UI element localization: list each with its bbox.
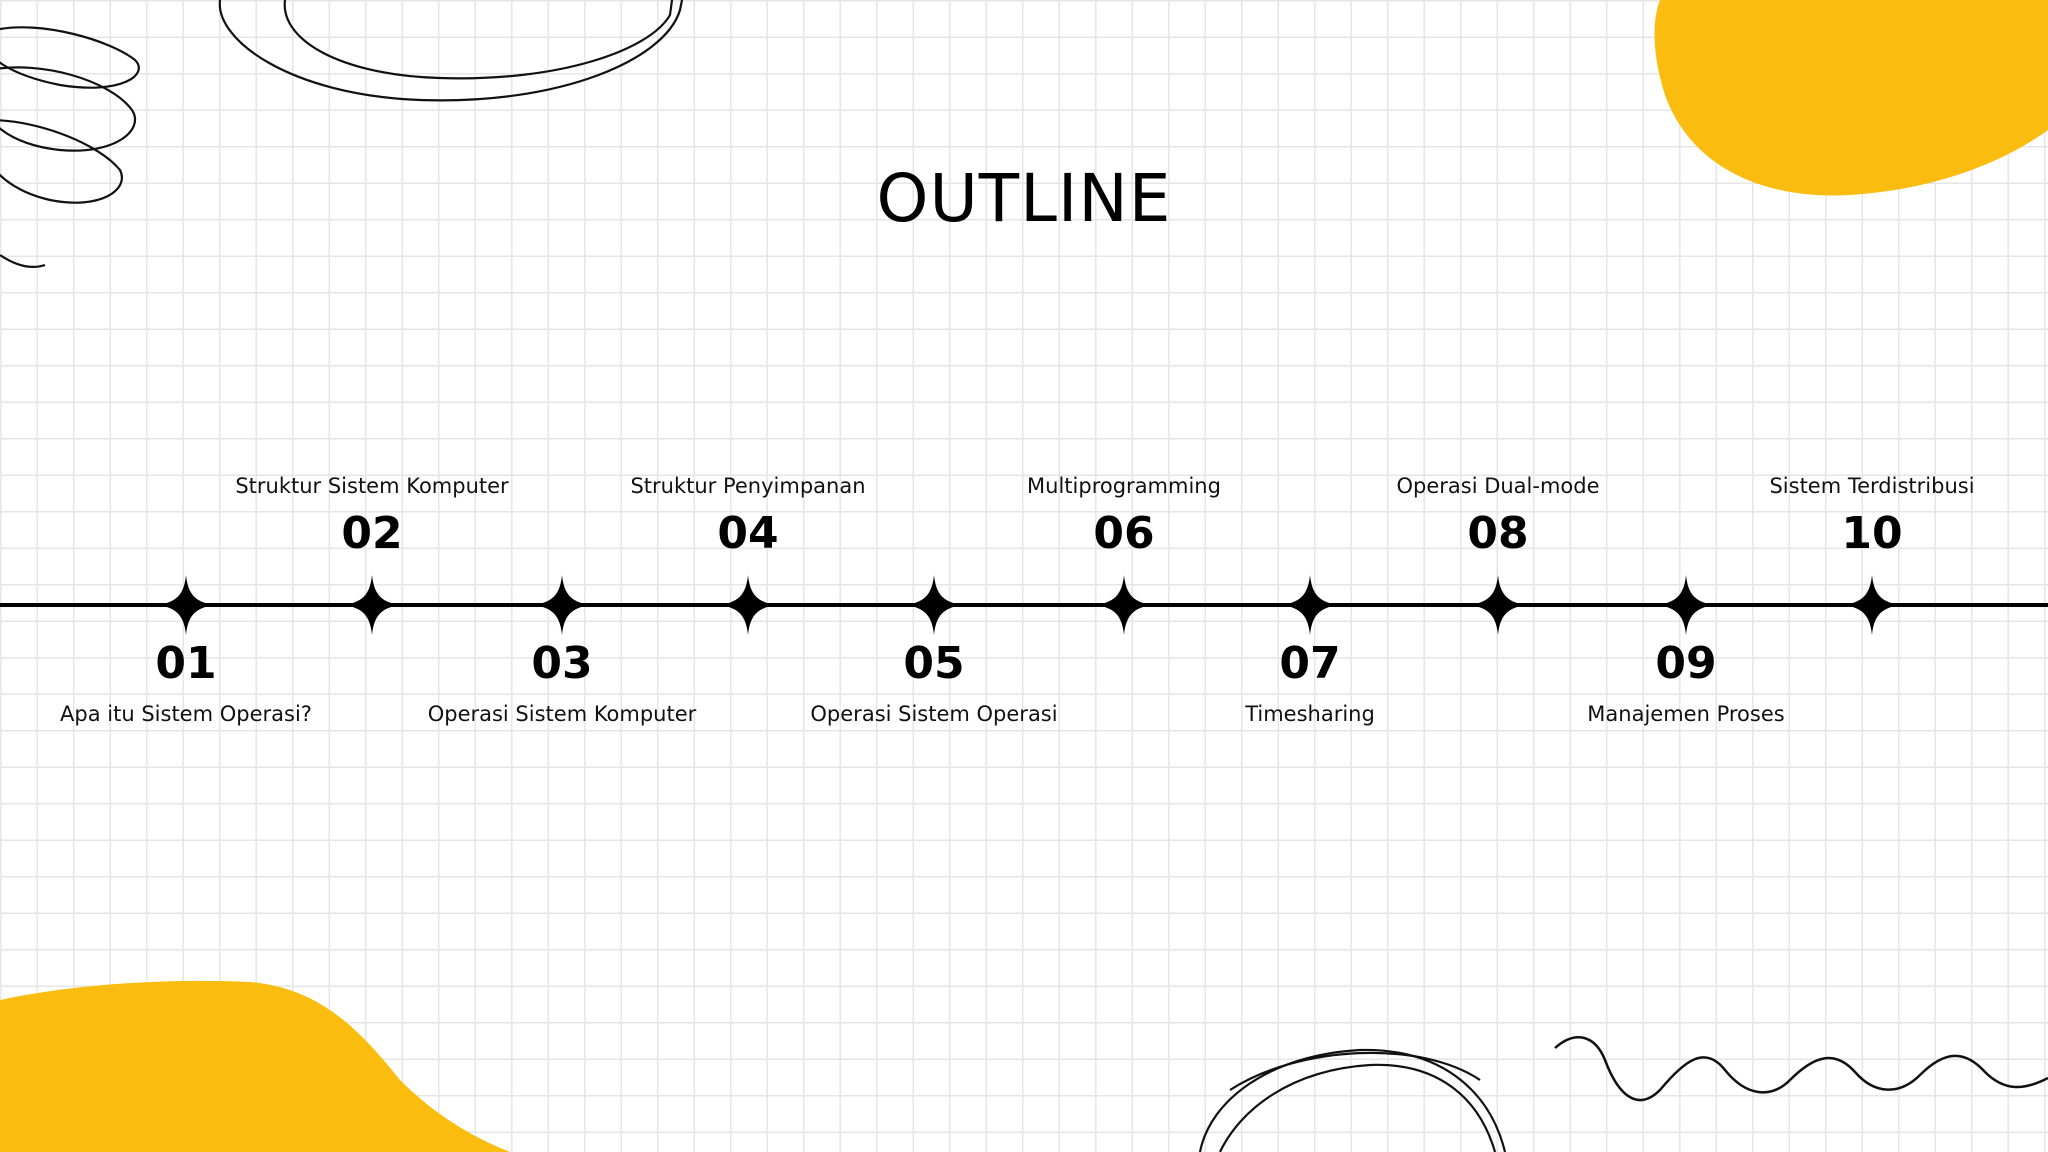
timeline-star-icon — [532, 575, 592, 635]
timeline-star-icon — [342, 575, 402, 635]
page-title: OUTLINE — [876, 160, 1172, 237]
bottom-circle-scribble — [1198, 1048, 1507, 1152]
timeline-item-number: 02 — [341, 508, 403, 559]
timeline-item-label: Operasi Sistem Operasi — [810, 702, 1058, 726]
top-left-scribble — [0, 26, 140, 269]
timeline-star-icon — [1842, 575, 1902, 635]
timeline-item-label: Operasi Dual-mode — [1396, 474, 1600, 498]
timeline-item-number: 07 — [1279, 638, 1341, 689]
top-right-yellow-blob — [1654, 0, 2048, 196]
timeline-item-label: Manajemen Proses — [1587, 702, 1785, 726]
timeline-star-icon — [1094, 575, 1154, 635]
timeline-item-label: Struktur Penyimpanan — [630, 474, 866, 498]
timeline-item-label: Timesharing — [1245, 702, 1375, 726]
timeline-line — [0, 603, 2048, 607]
timeline-item-number: 05 — [903, 638, 965, 689]
timeline-star-icon — [156, 575, 216, 635]
timeline-star-icon — [904, 575, 964, 635]
timeline-item-label: Sistem Terdistribusi — [1769, 474, 1975, 498]
timeline-item-label: Struktur Sistem Komputer — [235, 474, 509, 498]
timeline-item-number: 03 — [531, 638, 593, 689]
timeline-item-label: Operasi Sistem Komputer — [427, 702, 697, 726]
timeline-item-label: Multiprogramming — [1027, 474, 1221, 498]
timeline-item-label: Apa itu Sistem Operasi? — [60, 702, 312, 726]
timeline-item-number: 08 — [1467, 508, 1529, 559]
timeline-star-icon — [718, 575, 778, 635]
timeline-item-number: 06 — [1093, 508, 1155, 559]
bottom-right-wave — [1554, 1036, 2048, 1102]
timeline-star-icon — [1656, 575, 1716, 635]
timeline-item-number: 10 — [1841, 508, 1903, 559]
bottom-left-yellow-blob — [0, 980, 510, 1152]
top-loop-scribble — [218, 0, 684, 102]
timeline-item-number: 01 — [155, 638, 217, 689]
timeline-star-icon — [1468, 575, 1528, 635]
timeline-item-number: 04 — [717, 508, 779, 559]
timeline-item-number: 09 — [1655, 638, 1717, 689]
timeline-star-icon — [1280, 575, 1340, 635]
